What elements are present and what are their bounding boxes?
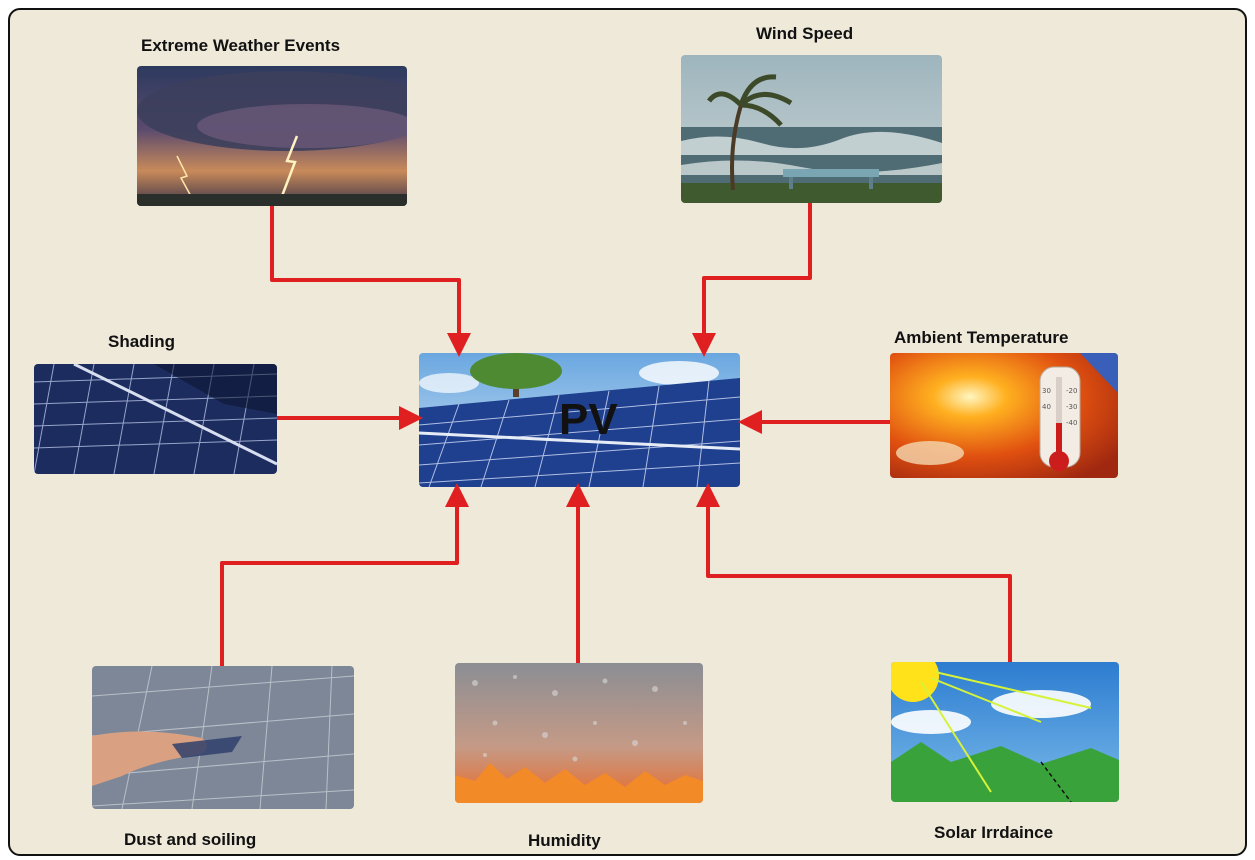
dust-soiling-image [92,666,354,809]
svg-text:40: 40 [1042,403,1051,411]
pv-label: PV [559,395,618,444]
solar-irradiance-image [891,662,1119,802]
label-ambient-temperature: Ambient Temperature [894,328,1069,347]
shading-image [34,364,277,474]
label-dust-soiling: Dust and soiling [124,830,257,849]
arrow-wind-speed-to-pv [692,203,812,357]
svg-text:30: 30 [1042,387,1051,395]
svg-text:-20: -20 [1066,387,1077,395]
label-shading: Shading [108,332,176,351]
label-humidity: Humidity [528,831,601,850]
label-wind-speed: Wind Speed [756,24,854,43]
humidity-image [455,663,703,803]
pv-panel-image: PV [419,353,740,487]
ambient-temperature-image: -20 -30 -40 30 40 [890,353,1118,478]
wind-speed-image [681,55,942,203]
svg-text:-40: -40 [1066,419,1077,427]
label-extreme-weather: Extreme Weather Events [141,36,341,55]
extreme-weather-image [137,66,407,206]
svg-text:-30: -30 [1066,403,1077,411]
label-solar-irradiance: Solar Irrdaince [934,823,1054,842]
diagram-frame: Extreme Weather Events Wind Speed Shadin… [8,8,1247,856]
arrow-extreme-weather-to-pv [270,206,471,357]
arrow-solar-irradiance-to-pv [696,483,1012,662]
arrow-dust-soiling-to-pv [220,483,469,666]
